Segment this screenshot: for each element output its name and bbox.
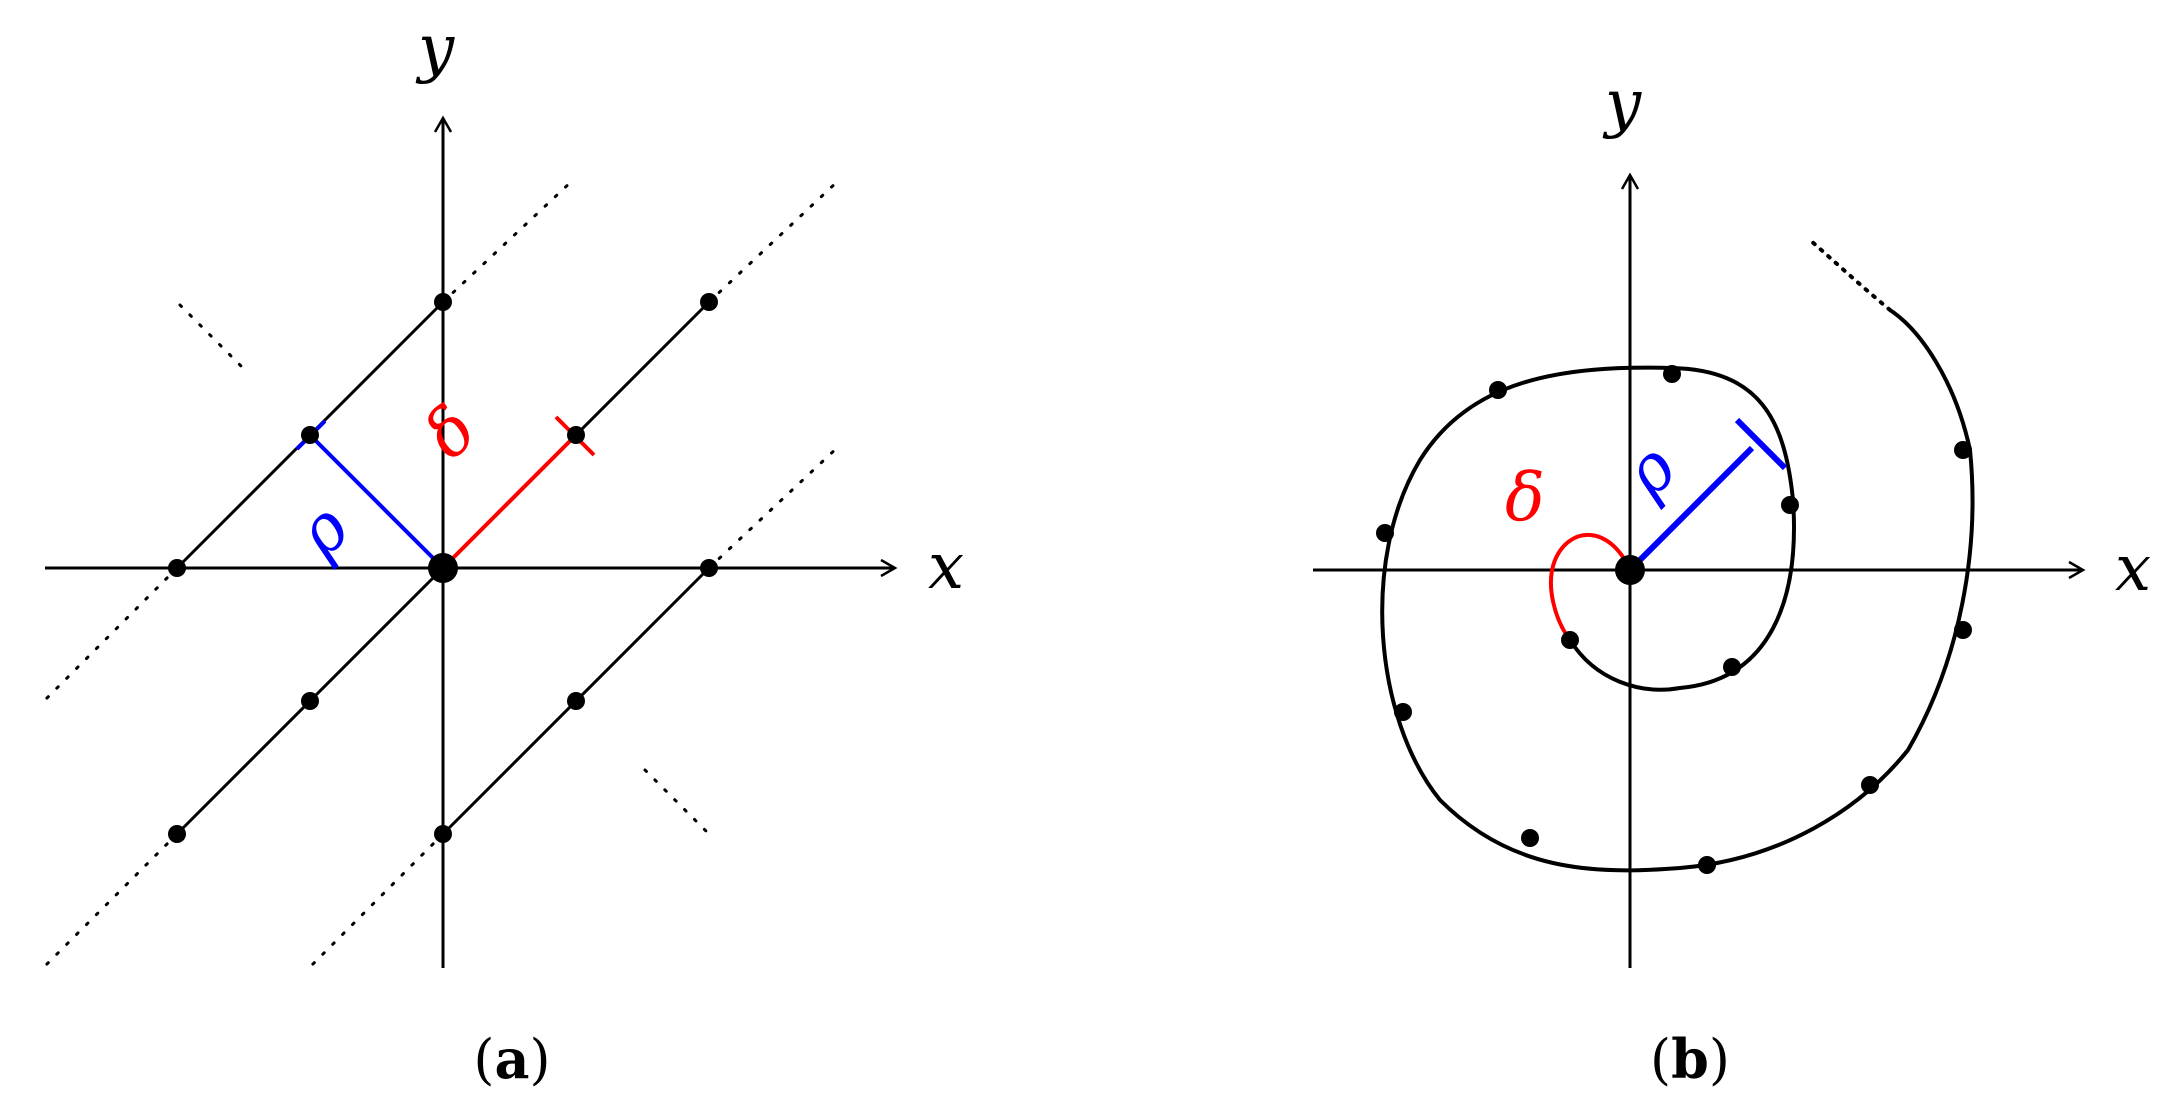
lattice-point: [1861, 776, 1879, 794]
dotted-line: [43, 832, 179, 968]
lattice-point: [1781, 496, 1799, 514]
lattice-point: [301, 692, 319, 710]
lattice-point: [1394, 703, 1412, 721]
lattice-point: [1521, 829, 1539, 847]
panel-b-y-label: y: [1602, 67, 1642, 141]
panel-a-lattice-points: [168, 293, 718, 843]
lattice-point: [434, 293, 452, 311]
origin-point: [428, 553, 458, 583]
panel-b-lattice-points: [1376, 365, 1972, 874]
spiral-curve: [1380, 308, 1975, 873]
lattice-point: [1723, 658, 1741, 676]
panel-b-x-label: x: [2115, 532, 2151, 606]
lattice-point: [1698, 856, 1716, 874]
dotted-line: [643, 768, 712, 837]
lattice-point: [1663, 365, 1681, 383]
panel-a-rho-label: ρ: [281, 489, 364, 572]
lattice-point: [700, 559, 718, 577]
dotted-line: [309, 832, 445, 968]
delta-arc: [1548, 533, 1632, 642]
panel-b-spiral-lattice: y x ρ δ (b): [1313, 67, 2151, 1091]
dotted-line: [707, 444, 841, 570]
panel-a-linear-lattice: y x ρ δ (a): [43, 12, 964, 1091]
panel-b-rho-segment: [1627, 417, 1788, 573]
dotted-line: [707, 178, 841, 304]
lattice-point: [1489, 381, 1507, 399]
dotted-line: [178, 303, 247, 372]
rho-line: [308, 433, 445, 570]
panel-b-caption: (b): [1650, 1027, 1730, 1091]
lattice-point: [567, 426, 585, 444]
lattice-point: [168, 559, 186, 577]
lattice-point: [1954, 621, 1972, 639]
panel-a-dotted-continuations: [43, 178, 841, 968]
dotted-line: [43, 566, 179, 702]
spiral-dotted-continuation: [1808, 238, 1892, 312]
lattice-point: [567, 692, 585, 710]
lattice-point: [168, 825, 186, 843]
lattice-point: [301, 426, 319, 444]
lattice-point: [1376, 524, 1394, 542]
lattice-point: [434, 825, 452, 843]
panel-b-rho-label: ρ: [1608, 429, 1691, 512]
origin-point: [1615, 555, 1645, 585]
lattice-point: [1561, 631, 1579, 649]
panel-b-delta-label: δ: [1505, 459, 1545, 536]
delta-line: [441, 433, 578, 570]
panel-a-caption: (a): [473, 1027, 550, 1091]
panel-a-y-label: y: [415, 12, 455, 86]
panel-a-delta-label: δ: [409, 391, 492, 474]
rho-tick: [1734, 417, 1788, 471]
rho-line: [1627, 445, 1755, 573]
lattice-point: [1954, 441, 1972, 459]
panel-a-x-label: x: [928, 530, 964, 604]
dotted-line: [441, 178, 575, 304]
lattice-point: [700, 293, 718, 311]
